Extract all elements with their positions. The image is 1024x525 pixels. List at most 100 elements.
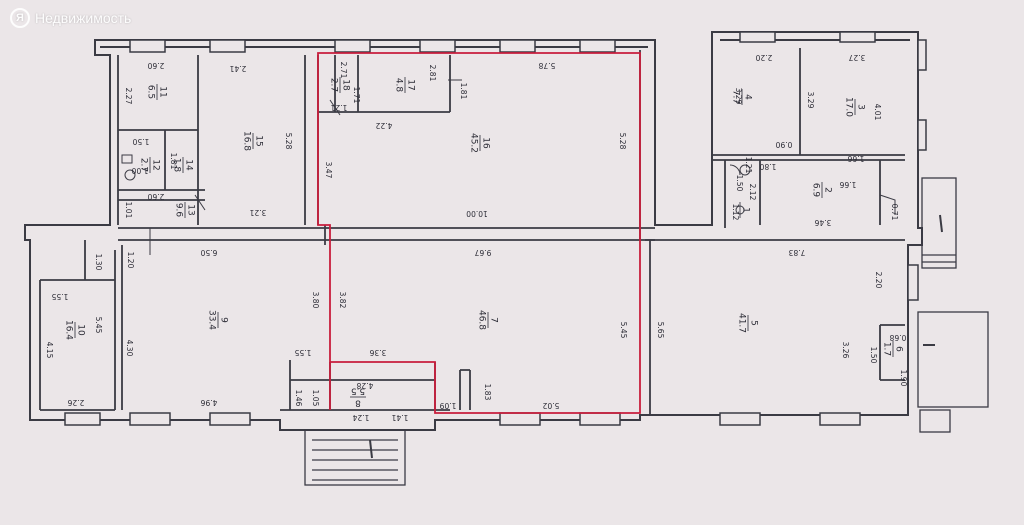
dimension-label: 3.82 (338, 292, 347, 309)
dimension-label: 5.45 (94, 317, 103, 334)
dimension-label: 5.65 (656, 322, 665, 339)
room-number: 12 (151, 159, 161, 170)
dimension-label: 2.26 (67, 398, 84, 407)
dimension-label: 9.67 (474, 248, 491, 257)
room-area: 16.4 (64, 320, 74, 340)
room-area: 5.5 (351, 386, 365, 396)
room-number: 6 (894, 346, 904, 352)
room-number: 3 (856, 104, 866, 110)
dimension-label: 1.83 (483, 384, 492, 401)
dimension-label: 10.00 (466, 209, 488, 218)
dimension-label: 3.46 (814, 218, 831, 227)
dimension-label: 1.01 (124, 202, 133, 219)
dimension-label: 2.41 (229, 64, 246, 73)
dimension-label: 1.24 (352, 413, 369, 422)
dimension-label: 3.47 (324, 162, 333, 179)
room-area: 2.7 (139, 158, 149, 172)
dimension-label: 4.01 (873, 104, 882, 121)
dimension-label: 1.00 (131, 166, 148, 175)
dimension-label: 3.29 (734, 88, 743, 105)
dimension-label: 1.21 (744, 157, 753, 174)
room-number: 2 (823, 187, 833, 193)
dimension-label: 1.50 (735, 175, 744, 192)
yandex-logo-icon: Я (10, 8, 30, 28)
dimension-label: 1.71 (352, 87, 361, 104)
dimension-label: 1.81 (459, 83, 468, 100)
room-number: 10 (76, 324, 86, 336)
room-number: 18 (341, 79, 351, 91)
dimension-label: 5.45 (619, 322, 628, 339)
dimension-label: 1.50 (132, 137, 149, 146)
room-number: 8 (355, 398, 361, 408)
dimension-label: 2.81 (428, 65, 437, 82)
dimension-label: 3.27 (848, 53, 865, 62)
dimension-label: 2.27 (124, 88, 133, 105)
room-area: 33.4 (207, 310, 217, 330)
dimension-label: 1.41 (391, 413, 408, 422)
room-number: 15 (254, 135, 264, 146)
room-number: 9 (219, 317, 229, 323)
dimension-label: 4.22 (375, 121, 392, 130)
dimension-label: 5.28 (284, 133, 293, 150)
room-number: 5 (749, 320, 759, 326)
room-area: 9.6 (174, 203, 184, 218)
room-area: 17.0 (844, 97, 854, 117)
dimension-label: 1.21 (330, 103, 347, 112)
dimension-label: 2.20 (874, 272, 883, 289)
room-area: 1.8 (172, 158, 182, 173)
dimension-label: 1.66 (839, 180, 856, 189)
dimension-label: 1.20 (126, 252, 135, 269)
room-area: 46.8 (477, 310, 487, 330)
dimension-label: 0.71 (890, 204, 899, 221)
room-area: 45.2 (469, 133, 479, 153)
room-area: 2.7 (329, 78, 339, 92)
room-number: 16 (481, 137, 491, 149)
room-area: 1.7 (882, 342, 892, 356)
dimension-label: 1.09 (439, 401, 456, 410)
dimension-label: 2.12 (748, 184, 757, 201)
dimension-label: 1.81 (169, 153, 178, 170)
dimension-label: 5.78 (538, 61, 555, 70)
dimension-label: 2.60 (147, 61, 164, 70)
room-number: 4 (743, 94, 753, 100)
dimension-label: 4.28 (356, 381, 373, 390)
watermark: Я Недвижимость (10, 8, 131, 28)
stairs (304, 177, 989, 486)
room-number: 13 (186, 204, 196, 215)
dimension-label: 3.21 (249, 208, 266, 217)
dimension-label: 7.83 (788, 248, 805, 257)
dimension-label: 1.50 (869, 347, 878, 364)
dimension-label: 0.68 (889, 333, 906, 342)
dimension-label: 3.80 (311, 292, 320, 309)
dimension-label: 5.02 (542, 401, 559, 410)
room-area: 6.5 (146, 85, 156, 99)
highlight-outline (317, 52, 641, 414)
dimension-label: 2.71 (339, 62, 348, 79)
room-number: 17 (406, 79, 416, 90)
dimension-label: 1.55 (51, 292, 68, 301)
windows (64, 31, 927, 426)
room-area: 16.8 (242, 131, 252, 151)
room-number: 11 (158, 86, 168, 97)
dimension-label: 1.90 (899, 370, 908, 387)
watermark-text: Недвижимость (35, 10, 132, 26)
room-area: 41.7 (737, 313, 747, 333)
fixtures (121, 154, 751, 215)
dimension-label: 1.05 (311, 390, 320, 407)
room-number: 1 (741, 207, 751, 213)
room-number: 14 (184, 159, 194, 171)
dimension-label: 3.29 (806, 92, 815, 109)
room-area: 4.8 (394, 78, 404, 93)
dimension-label: 1.80 (759, 162, 776, 171)
doors (135, 79, 896, 255)
room-area: 7.7 (731, 90, 741, 104)
dimension-label: 4.15 (45, 342, 54, 359)
dimension-label: 4.30 (125, 340, 134, 357)
interior-walls (39, 48, 905, 415)
dimension-label: 1.12 (731, 204, 740, 221)
dimension-label: 1.30 (94, 254, 103, 271)
dimension-label: 6.50 (200, 248, 217, 257)
